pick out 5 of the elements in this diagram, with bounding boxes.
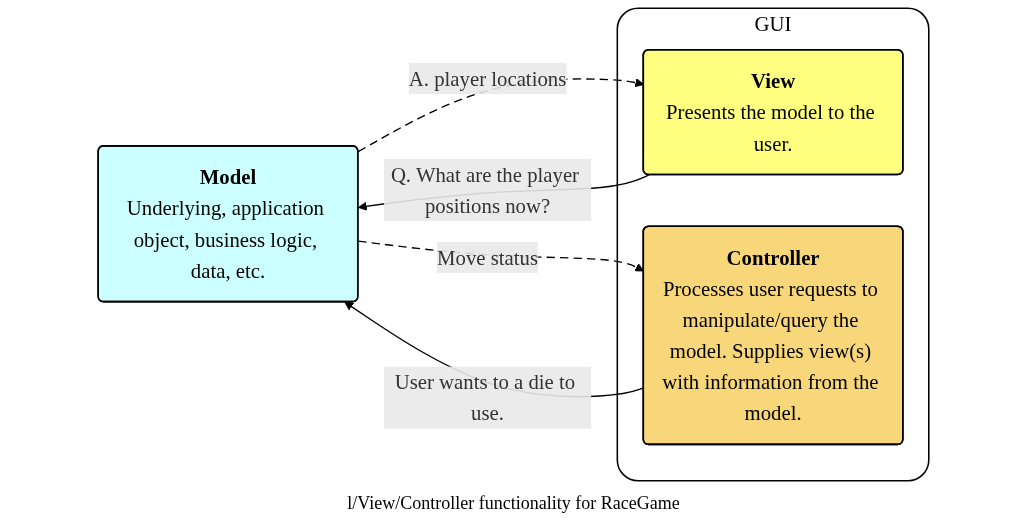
edge-label: Move status: [437, 246, 539, 269]
caption: l/View/Controller functionality for RaceGame: [346, 492, 681, 515]
edge-label: Q. What are the player positions now?: [390, 163, 580, 217]
edge-label: User wants to a die to use.: [394, 370, 576, 425]
edge-label: A. player locations: [408, 66, 567, 90]
